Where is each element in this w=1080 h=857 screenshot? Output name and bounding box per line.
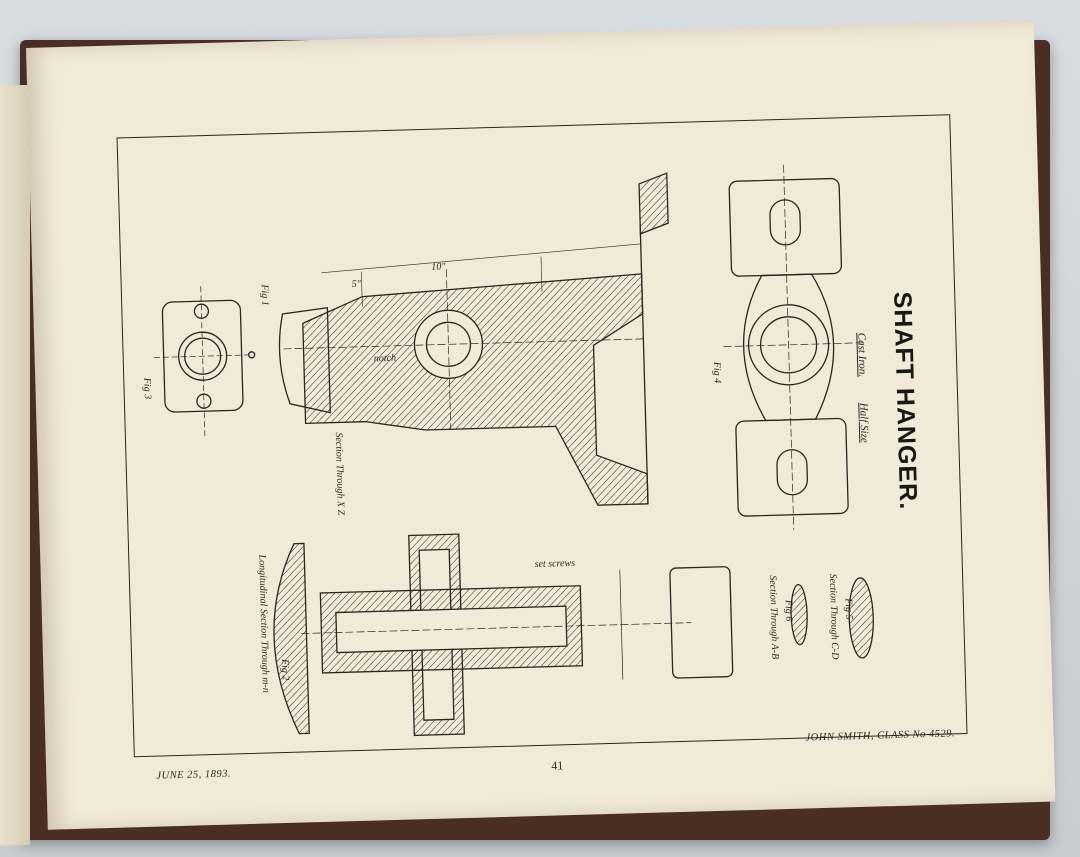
dim-five-inch: 5" [352, 279, 362, 290]
fig1-hanger-section [278, 172, 669, 506]
section-cd-label: Section Through C-D [827, 574, 840, 661]
dim-ten-inch: 10" [431, 261, 446, 272]
notch-label: notch [374, 353, 397, 365]
footer-date: JUNE 25, 1893. [156, 768, 232, 782]
left-page-edge [0, 85, 30, 845]
shaft-hanger-drawing: Fig 3 Fig 1 10" 5" notch Section Through… [141, 164, 874, 737]
fig2-label: Fig 2 [279, 658, 291, 681]
drawing-frame: Fig 3 Fig 1 10" 5" notch Section Through… [116, 114, 968, 758]
section-longitudinal-label: Longitudinal Section Through m-n [256, 553, 271, 693]
fig4-hanger-front-view [723, 164, 864, 530]
fig5-label: Fig 5 [843, 597, 855, 620]
title-block: SHAFT HANGER. Cast Iron. Half Size [855, 288, 1023, 552]
section-xz-label: Section Through X Z [333, 432, 346, 515]
set-screws-label: set screws [534, 558, 575, 570]
fig2-longitudinal-section [273, 533, 734, 737]
drawing-page: Fig 3 Fig 1 10" 5" notch Section Through… [26, 19, 1056, 830]
fig5-fig6-sections [790, 577, 874, 659]
fig4-label: Fig 4 [711, 361, 723, 384]
fig6-label: Fig 6 [783, 599, 795, 622]
scale-label: Half Size [857, 402, 871, 443]
fig3-bearing-end-view [153, 286, 256, 437]
fig3-label: Fig 3 [141, 377, 153, 400]
fig1-label: Fig 1 [259, 283, 271, 306]
section-ab-label: Section Through A-B [767, 575, 780, 659]
material-label: Cast Iron. [855, 332, 869, 378]
page-number: 41 [551, 758, 564, 773]
drawing-title: SHAFT HANGER. [888, 291, 923, 511]
